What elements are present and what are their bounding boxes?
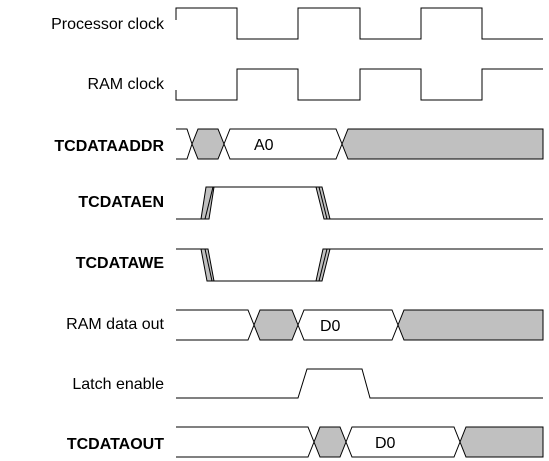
signal-label-processor-clock: Processor clock xyxy=(51,16,165,33)
signal-label-tcdataout: TCDATAOUT xyxy=(67,436,164,453)
ram-data-out-waveform xyxy=(176,309,544,341)
tcdataout-value: D0 xyxy=(375,435,396,452)
ram-data-out-value: D0 xyxy=(320,318,341,335)
tcdataaddr-value: A0 xyxy=(254,137,274,154)
signal-label-tcdataen: TCDATAEN xyxy=(78,194,164,211)
ram-clock-waveform xyxy=(175,68,543,101)
tcdatawe-waveform xyxy=(176,248,543,282)
signal-label-ram-clock: RAM clock xyxy=(88,76,165,93)
signal-label-ram-data-out: RAM data out xyxy=(66,316,164,333)
tcdataen-waveform xyxy=(176,186,543,220)
signal-label-tcdataaddr: TCDATAADDR xyxy=(54,138,164,155)
signal-label-tcdatawe: TCDATAWE xyxy=(76,255,165,272)
latch-enable-waveform xyxy=(176,368,543,399)
signal-label-latch-enable: Latch enable xyxy=(72,376,164,393)
tcdataout-waveform xyxy=(176,426,544,458)
processor-clock-waveform xyxy=(175,7,543,40)
tcdataaddr-waveform xyxy=(176,128,544,160)
